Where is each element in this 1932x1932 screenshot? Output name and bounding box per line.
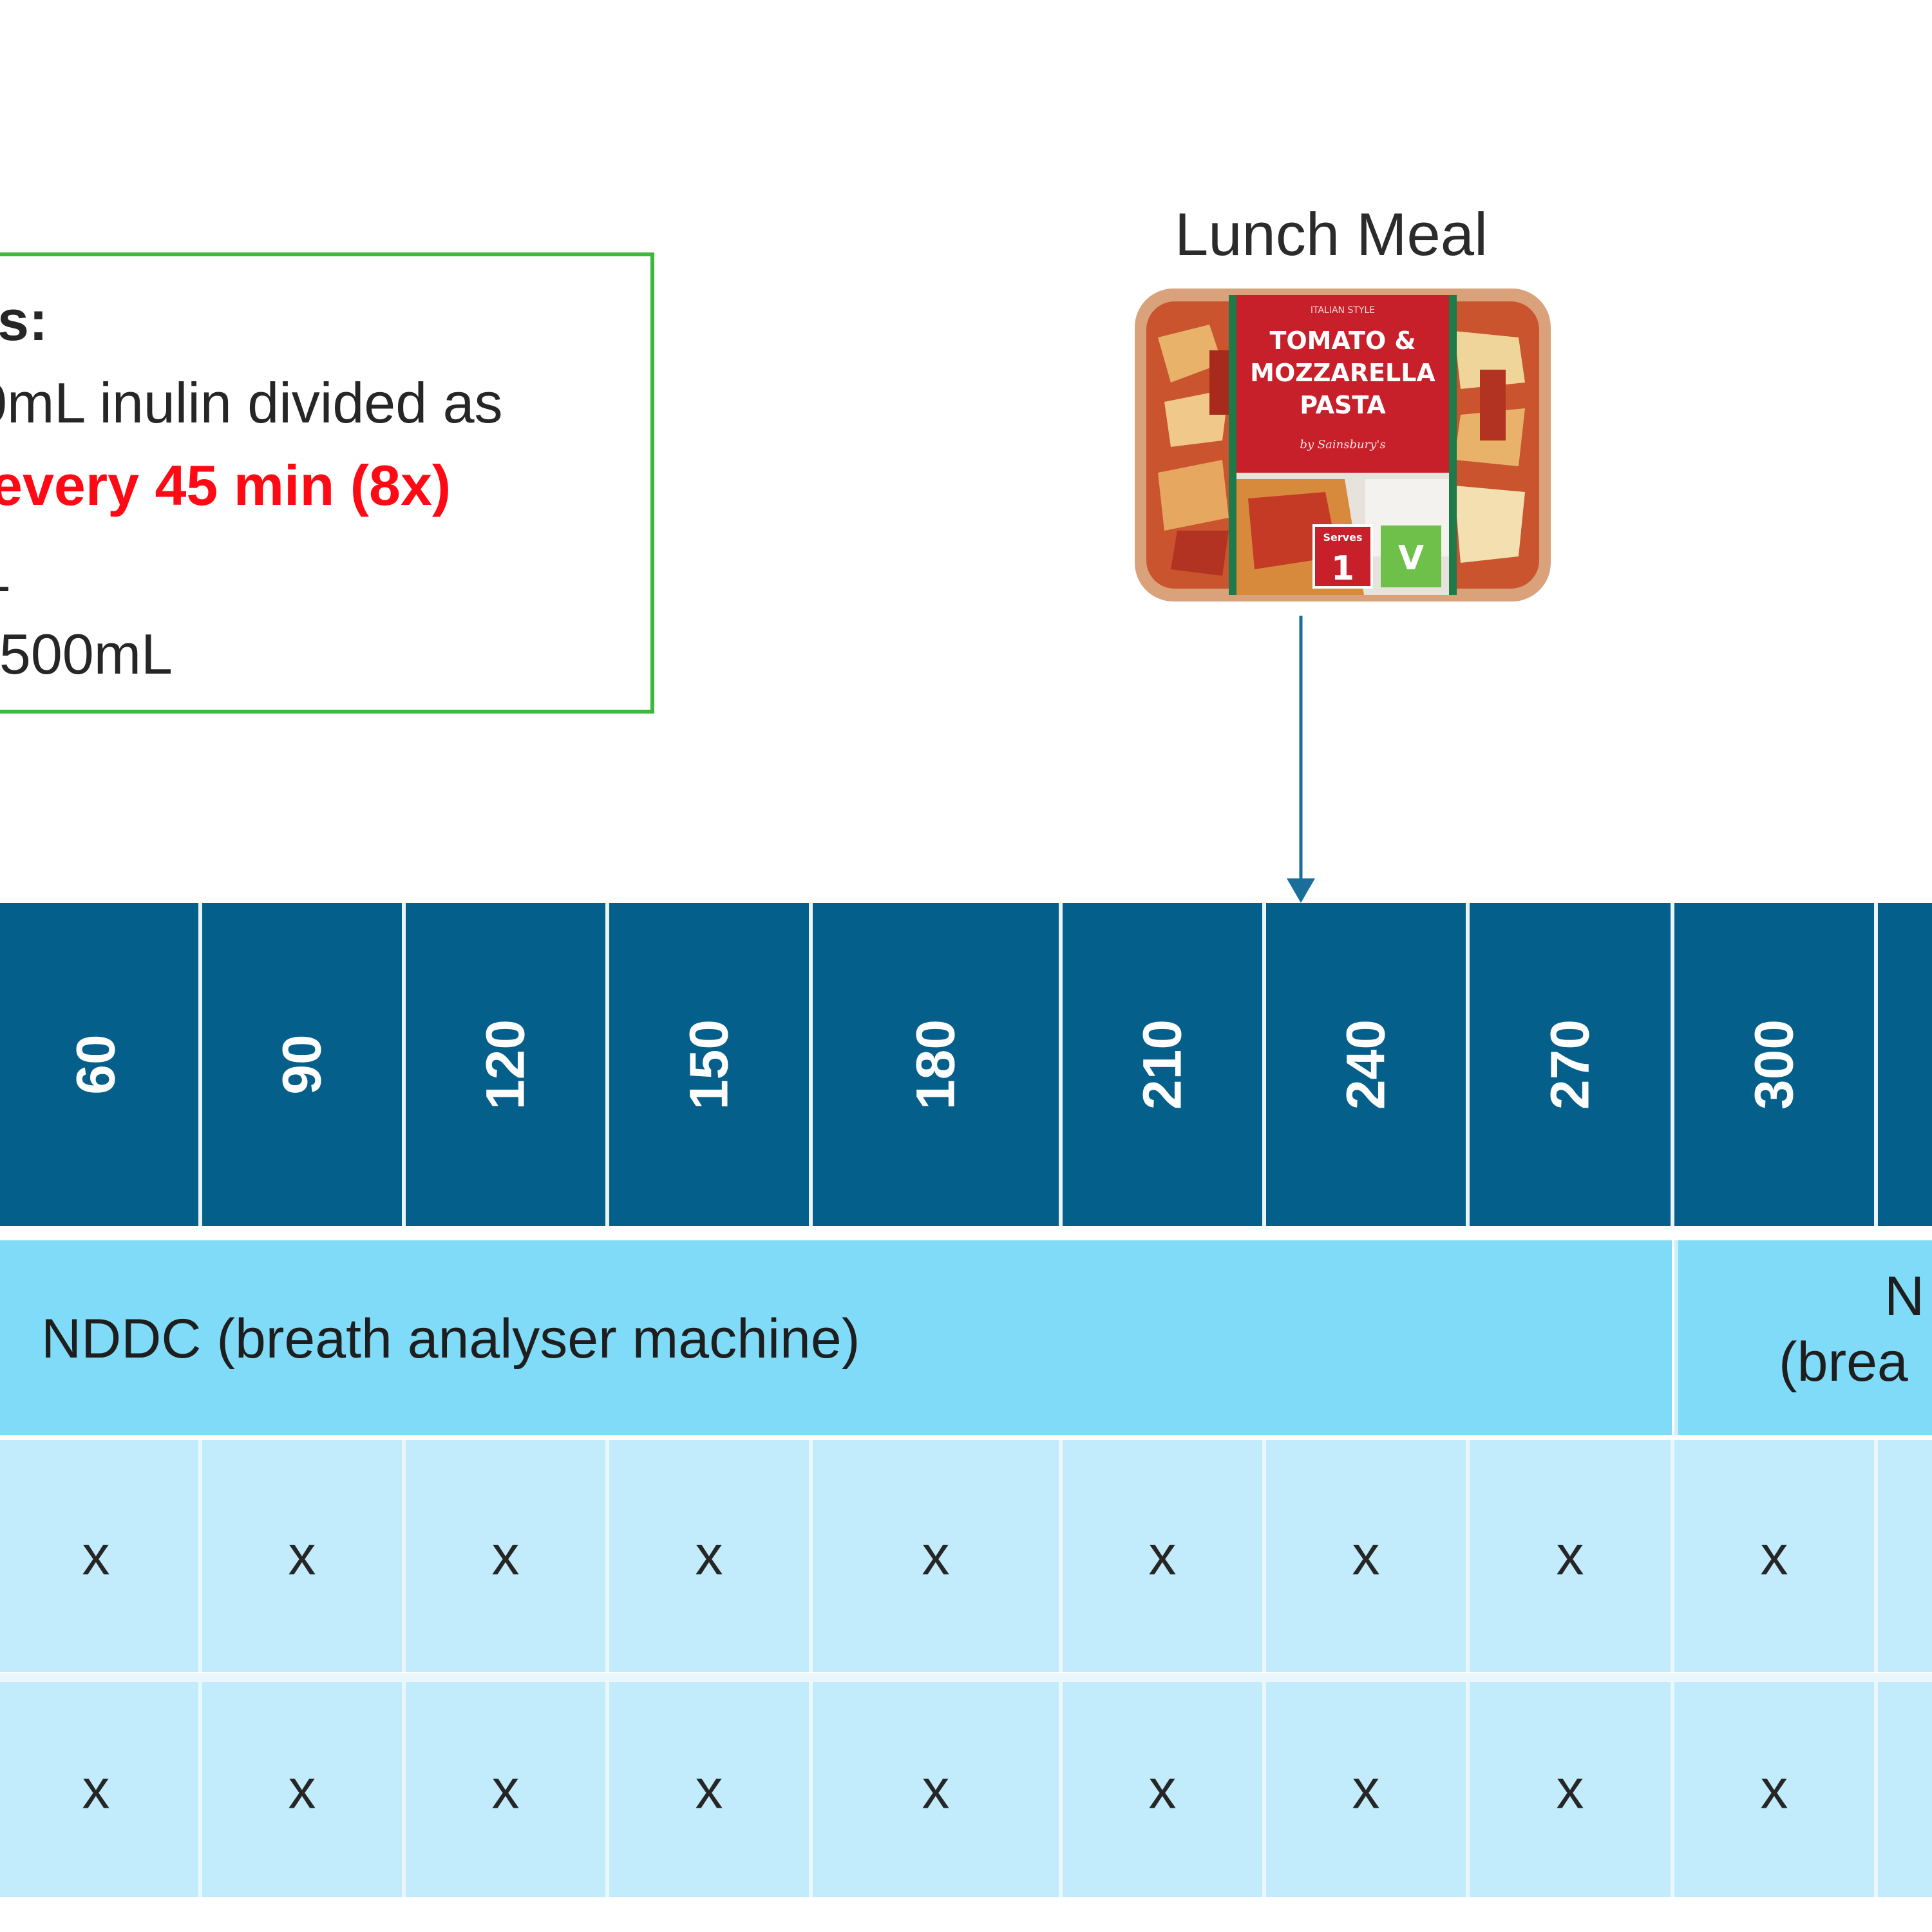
grid-cell: x [813, 1440, 1063, 1672]
x-mark: x [1352, 1524, 1380, 1587]
grid-cell: x [609, 1440, 813, 1672]
x-mark: x [922, 1758, 950, 1821]
time-cell-270: 270 [1470, 903, 1674, 1226]
meal-arrow-icon [1287, 616, 1315, 903]
package-top-line: ITALIAN STYLE [1311, 305, 1375, 316]
time-label: 240 [1335, 1019, 1396, 1110]
package-name-line1: TOMATO & [1269, 327, 1416, 355]
instructions-line-4: : 500mL [0, 622, 173, 686]
time-cell-210: 210 [1063, 903, 1266, 1226]
time-label: 90 [271, 1034, 332, 1095]
x-mark: x [82, 1524, 110, 1587]
x-mark: x [288, 1758, 316, 1821]
instructions-box: ions: 0mL inulin divided as every 45 min… [0, 252, 654, 714]
instructions-line-1: 0mL inulin divided as [0, 371, 503, 435]
grid-cell: x [0, 1682, 202, 1897]
time-label: 180 [905, 1019, 966, 1110]
x-mark: x [491, 1524, 520, 1587]
grid-cell: x [406, 1682, 609, 1897]
lunch-meal-label: Lunch Meal [1175, 200, 1488, 268]
grid-cell: x [609, 1682, 813, 1897]
serves-badge [1312, 524, 1373, 589]
grid-cell: x [1266, 1682, 1470, 1897]
x-mark: x [695, 1758, 723, 1821]
time-cell-60: 60 [0, 903, 202, 1226]
time-cell-partial [1878, 903, 1932, 1226]
package-brand: by Sainsbury's [1300, 438, 1385, 451]
lunch-meal-image: ITALIAN STYLE TOMATO & MOZZARELLA PASTA … [1135, 289, 1551, 601]
time-label: 270 [1539, 1019, 1600, 1110]
time-label: 210 [1132, 1019, 1193, 1110]
time-cell-120: 120 [406, 903, 609, 1226]
serves-label: Serves [1323, 531, 1362, 544]
measurement-row-2: x x x x x x x x x [0, 1682, 1932, 1897]
x-mark: x [288, 1524, 316, 1587]
timepoint-header: 60 90 120 150 180 210 240 270 300 [0, 903, 1932, 1226]
grid-cell: x [1063, 1682, 1266, 1897]
grid-cell: x [202, 1682, 406, 1897]
grid-cell: x [0, 1440, 202, 1672]
row-divider [0, 1673, 1932, 1682]
grid-cell: x [406, 1440, 609, 1672]
x-mark: x [1760, 1758, 1788, 1821]
time-cell-90: 90 [202, 903, 406, 1226]
grid-cell: x [1266, 1440, 1470, 1672]
grid-cell: x [1063, 1440, 1266, 1672]
grid-cell: x [1674, 1682, 1878, 1897]
x-mark: x [491, 1758, 520, 1821]
veg-badge-label: V [1398, 539, 1424, 578]
x-mark: x [1352, 1758, 1380, 1821]
nddc-partial-line-2: (brea [1779, 1331, 1908, 1393]
x-mark: x [1556, 1524, 1584, 1587]
x-mark: x [695, 1524, 723, 1587]
grid-cell-partial [1878, 1682, 1932, 1897]
instructions-line-2-highlight: every 45 min (8x) [0, 453, 451, 517]
grid-cell: x [202, 1440, 406, 1672]
time-label: 120 [475, 1019, 536, 1110]
grid-cell: x [1674, 1440, 1878, 1672]
x-mark: x [1148, 1758, 1177, 1821]
package-name-line3: PASTA [1300, 391, 1386, 419]
pasta-texture-right [1454, 331, 1525, 563]
grid-cell: x [1470, 1682, 1674, 1897]
time-cell-180: 180 [813, 903, 1063, 1226]
grid-cell: x [1470, 1440, 1674, 1672]
instructions-title: ions: [0, 289, 48, 352]
nddc-partial-line-1: N [1884, 1265, 1925, 1327]
time-cell-240: 240 [1266, 903, 1470, 1226]
x-mark: x [1556, 1758, 1584, 1821]
x-mark: x [82, 1758, 110, 1821]
nddc-band-partial: N (brea [1674, 1240, 1932, 1435]
x-mark: x [922, 1524, 950, 1587]
grid-cell: x [813, 1682, 1063, 1897]
time-label: 60 [65, 1034, 126, 1095]
x-mark: x [1148, 1524, 1177, 1587]
time-label: 300 [1743, 1019, 1804, 1110]
grid-cell-partial [1878, 1440, 1932, 1672]
x-mark: x [1760, 1524, 1788, 1587]
time-cell-150: 150 [609, 903, 813, 1226]
instructions-line-3: nL [0, 544, 10, 600]
veg-badge [1381, 526, 1441, 587]
pasta-texture-left [1158, 325, 1235, 576]
package-name-line2: MOZZARELLA [1250, 359, 1435, 387]
measurement-row-1: x x x x x x x x x [0, 1440, 1932, 1672]
nddc-label: NDDC (breath analyser machine) [41, 1308, 860, 1370]
time-cell-300: 300 [1674, 903, 1878, 1226]
time-label: 150 [678, 1019, 739, 1110]
nddc-band-main: NDDC (breath analyser machine) [0, 1240, 1672, 1435]
serves-value: 1 [1331, 549, 1354, 588]
